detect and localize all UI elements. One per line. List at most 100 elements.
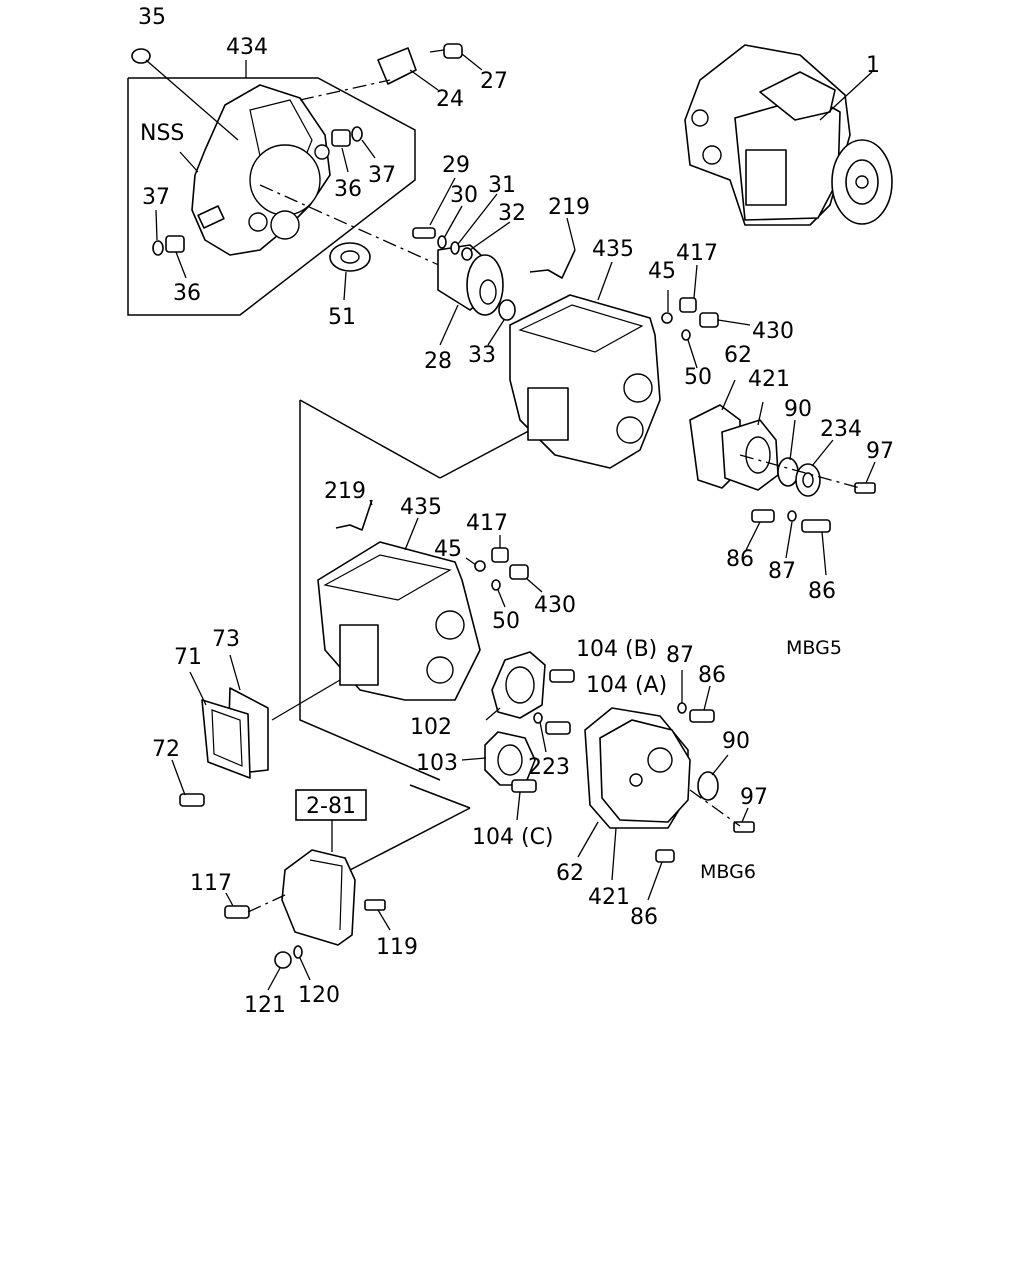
- stud-119: [364, 899, 386, 911]
- leader-417: [693, 264, 698, 299]
- output-flange-bore: [855, 175, 869, 189]
- washer-50: [681, 329, 691, 341]
- callout-24: 24: [436, 87, 464, 112]
- rear-extension-upper: [689, 379, 876, 576]
- callout-421-upper: 421: [748, 367, 790, 392]
- callout-103: 103: [416, 751, 458, 776]
- bolt-430: [699, 312, 719, 328]
- bolt-86: [751, 509, 775, 523]
- callout-234: 234: [820, 417, 862, 442]
- callout-72: 72: [152, 737, 180, 762]
- callout-32: 32: [498, 201, 526, 226]
- pto-housing-421: [599, 719, 691, 823]
- seal-33: [498, 299, 516, 321]
- bolt-104b: [549, 669, 575, 683]
- housing-hole: [691, 109, 709, 127]
- centerline: [689, 789, 741, 827]
- transmission-assembly: [684, 44, 893, 226]
- leader-71: [189, 671, 207, 706]
- case-side-window: [527, 387, 569, 441]
- callout-51: 51: [328, 305, 356, 330]
- retainer-bore: [479, 279, 497, 305]
- pto-housing-lower: [577, 670, 755, 901]
- callout-104c: 104 (C): [472, 825, 554, 850]
- housing-bore: [249, 144, 321, 216]
- callout-27: 27: [480, 69, 508, 94]
- leader-28: [439, 304, 459, 346]
- leader-86: [647, 861, 663, 901]
- callout-37-left: 37: [142, 185, 170, 210]
- callout-430-upper: 430: [752, 319, 794, 344]
- housing-hole: [248, 212, 268, 232]
- cover-71: [201, 699, 251, 779]
- centerline: [247, 894, 286, 913]
- bolt-104a: [545, 721, 571, 735]
- seal-90: [697, 771, 719, 801]
- callout-121: 121: [244, 993, 286, 1018]
- washer-50: [491, 579, 501, 591]
- transmission-case-upper: [299, 217, 751, 781]
- reference-box-label: 2-81: [306, 794, 356, 819]
- callout-435-lower: 435: [400, 495, 442, 520]
- bolt-417: [491, 547, 509, 563]
- centerline: [259, 184, 451, 271]
- callout-421-lower: 421: [588, 885, 630, 910]
- washer-223: [533, 712, 543, 724]
- mount-line: [271, 679, 341, 721]
- cover-71-inner: [211, 709, 243, 767]
- case-top-opening: [518, 304, 644, 353]
- callout-45-upper: 45: [648, 259, 676, 284]
- leader-223: [539, 721, 547, 753]
- callout-62-lower: 62: [556, 861, 584, 886]
- leader-35: [145, 59, 239, 141]
- bushing-36: [165, 235, 185, 253]
- callout-73: 73: [212, 627, 240, 652]
- section-code-mbg6: MBG6: [700, 861, 756, 883]
- clutch-housing-group: [127, 43, 483, 316]
- callout-104a: 104 (A): [586, 673, 667, 698]
- lower-cover-group: [224, 784, 471, 991]
- section-code-mbg5: MBG5: [786, 637, 842, 659]
- callout-430-lower: 430: [534, 593, 576, 618]
- leader-31: [457, 193, 498, 245]
- leader-37-right: [361, 139, 376, 159]
- bracket-219: [335, 499, 373, 531]
- leader-86: [821, 531, 827, 576]
- plate-102-bore: [505, 666, 535, 704]
- bolt-86: [801, 519, 831, 533]
- callout-435-upper: 435: [592, 237, 634, 262]
- leader-120: [299, 957, 311, 981]
- input-retainer-group: [412, 177, 516, 346]
- callout-417-upper: 417: [676, 241, 718, 266]
- reference-box-frame: [295, 789, 367, 821]
- callout-104b: 104 (B): [576, 637, 657, 662]
- side-plate: [745, 149, 787, 206]
- extension-bore: [745, 436, 771, 474]
- leader-90: [711, 754, 729, 776]
- leader-87: [785, 521, 793, 559]
- group-frame-link: [299, 399, 441, 479]
- leader-32: [469, 221, 511, 251]
- group-frame-434: [127, 77, 416, 316]
- group-frame-link: [349, 807, 471, 871]
- leader-33: [487, 319, 505, 346]
- leader-103: [461, 757, 487, 761]
- callout-434: 434: [226, 35, 268, 60]
- centerline: [299, 79, 391, 101]
- callout-50-lower: 50: [492, 609, 520, 634]
- callout-90-upper: 90: [784, 397, 812, 422]
- housing-port: [270, 210, 300, 240]
- leader-219: [566, 217, 576, 251]
- leader-30: [443, 205, 463, 239]
- centerline: [739, 454, 861, 489]
- leader-435: [404, 517, 419, 551]
- leader-36-right: [341, 147, 349, 173]
- pto-hole: [629, 773, 643, 787]
- leader-29: [429, 177, 456, 226]
- callout-120: 120: [298, 983, 340, 1008]
- group-frame-link: [439, 424, 541, 479]
- callout-35: 35: [138, 5, 166, 30]
- cover-plate-24: [377, 47, 417, 85]
- callout-36-left: 36: [173, 281, 201, 306]
